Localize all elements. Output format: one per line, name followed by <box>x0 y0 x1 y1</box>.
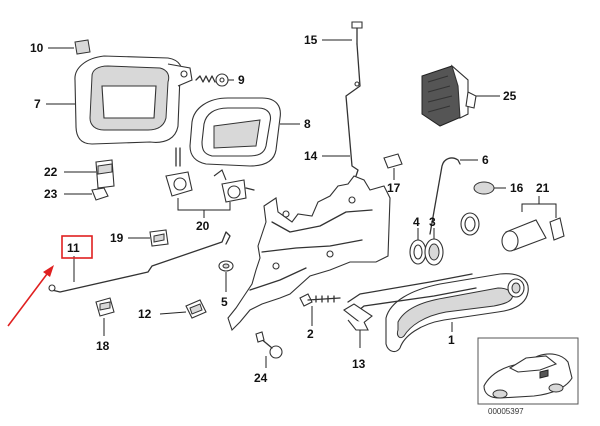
callout-21: 21 <box>536 181 550 195</box>
callout-18: 18 <box>96 339 110 353</box>
callout-16: 16 <box>510 181 524 195</box>
callout-17: 17 <box>387 181 401 195</box>
callout-3: 3 <box>429 215 436 229</box>
callout-7: 7 <box>34 97 41 111</box>
callout-19: 19 <box>110 231 124 245</box>
callout-2: 2 <box>307 327 314 341</box>
callout-11-highlight-box <box>61 235 93 259</box>
part-6-rod <box>429 157 461 235</box>
callout-8: 8 <box>304 117 311 131</box>
callout-23: 23 <box>44 187 58 201</box>
callout-13: 13 <box>352 357 366 371</box>
part-19-clip <box>149 229 169 247</box>
part-8-trim-frame <box>189 97 281 167</box>
callout-6: 6 <box>482 153 489 167</box>
callout-4: 4 <box>413 215 420 229</box>
part-23-clip <box>91 187 109 201</box>
reference-code: 00005397 <box>488 407 524 416</box>
callout-1: 1 <box>448 333 455 347</box>
part-7-handle-housing <box>74 55 193 145</box>
part-14-lock-rod <box>345 43 361 177</box>
callout-24: 24 <box>254 371 268 385</box>
part-1-outer-handle <box>385 273 529 353</box>
callout-9: 9 <box>238 73 245 87</box>
door-carrier-panel <box>227 175 391 332</box>
callout-25: 25 <box>503 89 517 103</box>
part-13-linkage <box>343 273 477 331</box>
highlight-arrow-icon <box>7 265 54 327</box>
callout-15: 15 <box>304 33 318 47</box>
part-17-clip <box>383 153 403 169</box>
callout-12: 12 <box>138 307 152 321</box>
part-15-lock-button <box>351 21 363 45</box>
part-5-grommet <box>218 260 234 272</box>
part-18-clip <box>95 297 115 317</box>
part-3-seal <box>424 238 444 266</box>
part-11-control-rod <box>48 231 231 293</box>
callout-11: 11 <box>67 241 80 255</box>
callout-14: 14 <box>304 149 318 163</box>
part-2-bolt <box>299 293 341 307</box>
part-16-cap <box>473 181 495 195</box>
callout-20: 20 <box>196 219 210 233</box>
vehicle-inset <box>477 337 579 405</box>
part-4-seal <box>409 239 427 265</box>
callout-10: 10 <box>30 41 44 55</box>
part-20-pawls <box>165 147 255 203</box>
callout-5: 5 <box>221 295 228 309</box>
part-21-lock-cylinder <box>460 212 565 252</box>
part-10-clip <box>74 39 91 55</box>
part-12-clip <box>185 299 207 319</box>
part-9-screw <box>195 73 229 87</box>
callout-22: 22 <box>44 165 58 179</box>
part-25-actuator <box>421 64 477 127</box>
part-24-pin <box>255 331 283 359</box>
part-22-bracket <box>95 159 115 189</box>
